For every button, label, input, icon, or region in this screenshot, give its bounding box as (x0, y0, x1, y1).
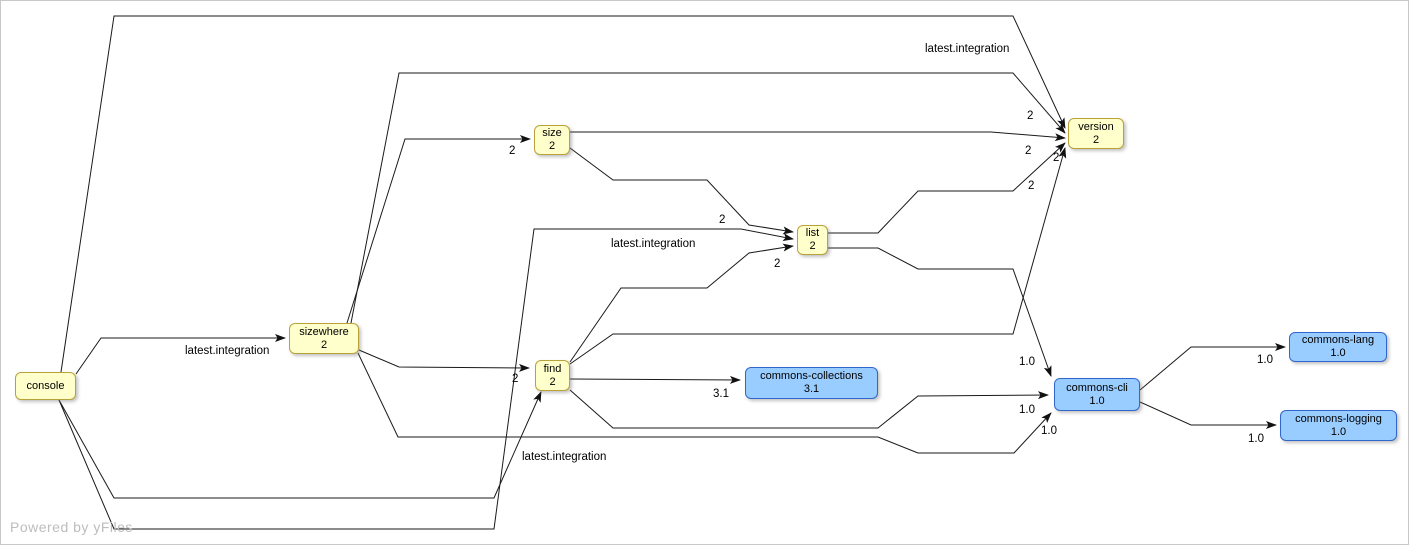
edge-console-to-version (60, 15, 1066, 373)
edge-label-list-to-version: 2 (1028, 180, 1034, 192)
edge-find-to-commons-cli (569, 389, 1049, 429)
node-revision: 1.0 (1089, 394, 1105, 407)
edge-list-to-commons-cli (828, 247, 1052, 377)
node-label: size (542, 127, 562, 139)
node-label: console (26, 379, 65, 392)
edge-size-to-version (570, 131, 1066, 142)
edge-label-sizewhere-to-find: 2 (512, 373, 518, 385)
edge-label-list-to-commons-cli: 1.0 (1019, 356, 1035, 368)
edge-find-to-list (569, 243, 794, 363)
node-label: commons-logging (1295, 412, 1382, 425)
edge-label-sizewhere-to-version: 2 (1027, 110, 1033, 122)
edge-label-find-to-list: 2 (774, 258, 780, 270)
edge-find-to-commons-collections (569, 375, 741, 384)
edge-layer (58, 15, 1286, 530)
edge-label-commons-cli-to-commons-logging: 1.0 (1248, 433, 1264, 445)
edge-label-size-to-version: 2 (1025, 145, 1031, 157)
edge-label-sizewhere-to-size: 2 (509, 145, 515, 157)
edge-label-console-to-list: latest.integration (611, 238, 695, 250)
edge-label-find-to-commons-collections: 3.1 (713, 388, 729, 400)
edge-label-find-to-version: 2 (1053, 152, 1059, 164)
edge-commons-cli-to-commons-logging (1139, 401, 1277, 429)
edge-console-to-find (58, 391, 542, 499)
node-label: find (543, 362, 562, 375)
node-revision: 3.1 (803, 383, 820, 395)
edge-sizewhere-to-version (350, 72, 1066, 324)
node-label: sizewhere (299, 325, 349, 338)
edge-sizewhere-to-find (358, 349, 530, 372)
edge-commons-cli-to-commons-lang (1139, 343, 1286, 391)
edge-label-sizewhere-to-commons-cli: 1.0 (1041, 425, 1057, 437)
edge-list-to-version (828, 142, 1066, 234)
edge-size-to-list (569, 147, 794, 235)
node-revision: 2 (1092, 133, 1100, 146)
node-revision: 2 (320, 338, 328, 351)
edge-label-commons-cli-to-commons-lang: 1.0 (1257, 354, 1273, 366)
node-revision: 1.0 (1330, 347, 1346, 359)
node-revision: 2 (548, 140, 556, 152)
node-revision: 2 (549, 375, 556, 388)
node-console[interactable]: console (15, 372, 76, 400)
edge-label-layer: latest.integration 2 2 2 2 latest.integration… (185, 43, 1273, 463)
edge-label-console-to-sizewhere: latest.integration (185, 345, 269, 357)
edge-label-console-to-version: latest.integration (925, 43, 1009, 55)
node-label: commons-collections (760, 370, 863, 382)
edge-label-console-to-find: latest.integration (522, 451, 606, 463)
node-label: commons-lang (1301, 334, 1375, 346)
edge-console-to-list (58, 228, 794, 530)
yfiles-watermark: Powered by yFiles (10, 519, 133, 535)
edge-label-find-to-commons-cli: 1.0 (1019, 404, 1035, 416)
node-revision: 1.0 (1330, 425, 1347, 438)
edge-console-to-sizewhere (75, 334, 286, 375)
node-revision: 2 (809, 240, 816, 252)
node-label: version (1078, 120, 1114, 133)
edge-label-size-to-list: 2 (719, 214, 725, 226)
node-label: commons-cli (1066, 381, 1128, 394)
node-label: list (805, 227, 820, 239)
edge-sizewhere-to-commons-cli (357, 352, 1052, 454)
edge-find-to-version (569, 147, 1067, 365)
edge-sizewhere-to-size (346, 135, 531, 324)
